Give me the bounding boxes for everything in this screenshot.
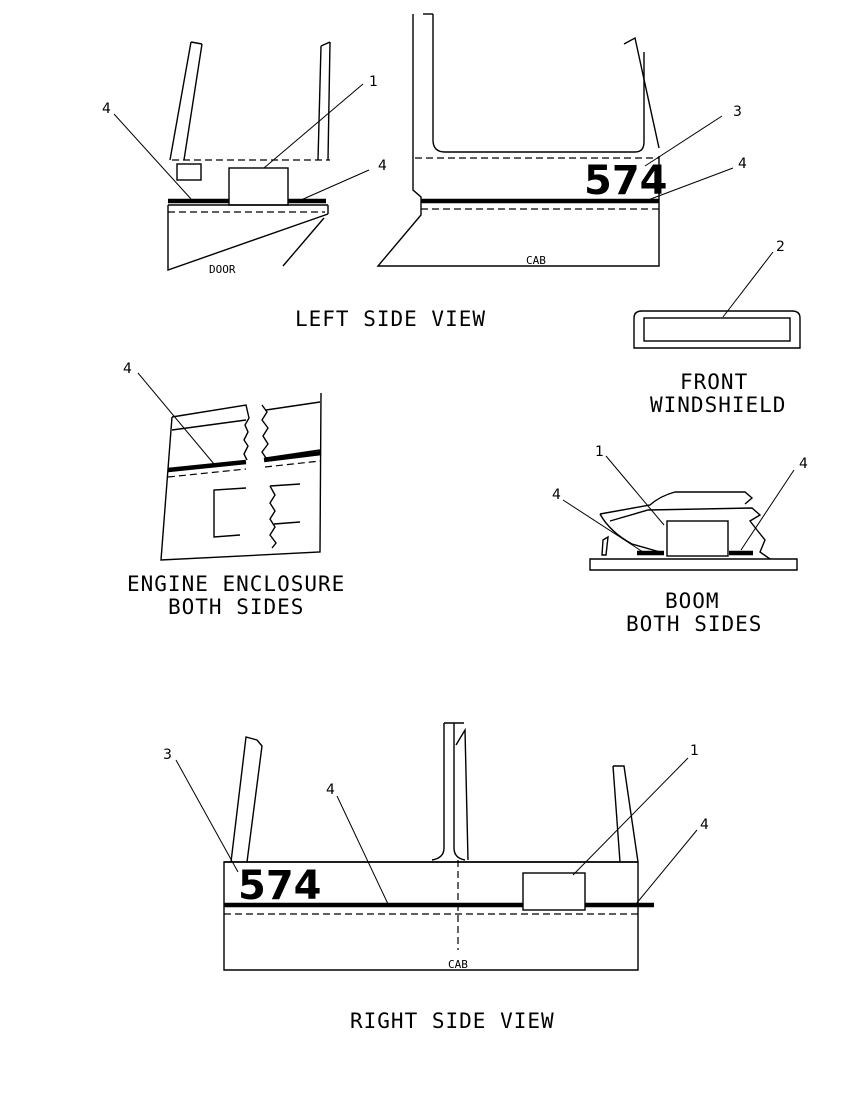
left-side-view: DOOR 574 CAB 4 1 4 3 4 LEFT SIDE VI xyxy=(102,13,747,331)
boom-caption-line1: BOOM xyxy=(665,589,720,613)
cab-number-left: 574 xyxy=(584,158,668,204)
right-side-view: 574 CAB 3 4 1 4 RIGHT SIDE VIEW xyxy=(163,722,709,1033)
boom-caption-line2: BOTH SIDES xyxy=(626,612,762,636)
callout-3-a: 3 xyxy=(733,104,742,120)
callout-1-boom: 1 xyxy=(595,444,604,460)
door-label: DOOR xyxy=(209,263,236,276)
callout-4-right-b: 4 xyxy=(700,817,709,833)
callout-4-boom-b: 4 xyxy=(799,456,808,472)
callout-4-c: 4 xyxy=(738,156,747,172)
callout-4-engine: 4 xyxy=(123,361,132,377)
decal-1-boom xyxy=(666,520,729,557)
cab-label-left: CAB xyxy=(526,254,546,267)
callout-4-a: 4 xyxy=(102,101,111,117)
front-windshield-caption-line1: FRONT xyxy=(680,370,748,394)
front-windshield-view: 2 FRONT WINDSHIELD xyxy=(633,239,801,417)
decal-2-windshield xyxy=(643,317,791,342)
callout-4-b: 4 xyxy=(378,158,387,174)
door-drawing: DOOR xyxy=(167,41,331,276)
callout-4-boom-a: 4 xyxy=(552,487,561,503)
callout-1-a: 1 xyxy=(369,74,378,90)
decal-1-left xyxy=(228,167,289,206)
boom-view: 1 4 4 BOOM BOTH SIDES xyxy=(552,444,808,636)
callout-1-right: 1 xyxy=(690,743,699,759)
stripe-4-engine xyxy=(167,450,322,473)
callout-3-right: 3 xyxy=(163,747,172,763)
engine-enclosure-view: 4 ENGINE ENCLOSURE BOTH SIDES xyxy=(123,361,345,619)
cab-label-right: CAB xyxy=(448,958,468,971)
cab-number-right: 574 xyxy=(238,863,322,909)
engine-enclosure-caption-line2: BOTH SIDES xyxy=(168,595,304,619)
engine-enclosure-caption-line1: ENGINE ENCLOSURE xyxy=(127,572,345,596)
callout-2: 2 xyxy=(776,239,785,255)
callout-4-right-a: 4 xyxy=(326,782,335,798)
cab-drawing-left: 574 CAB xyxy=(376,13,668,267)
left-side-view-caption: LEFT SIDE VIEW xyxy=(295,307,486,331)
right-side-view-caption: RIGHT SIDE VIEW xyxy=(350,1009,555,1033)
decal-1-right xyxy=(522,872,586,911)
left-callouts: 4 1 4 3 4 xyxy=(102,74,747,201)
front-windshield-caption-line2: WINDSHIELD xyxy=(650,393,786,417)
